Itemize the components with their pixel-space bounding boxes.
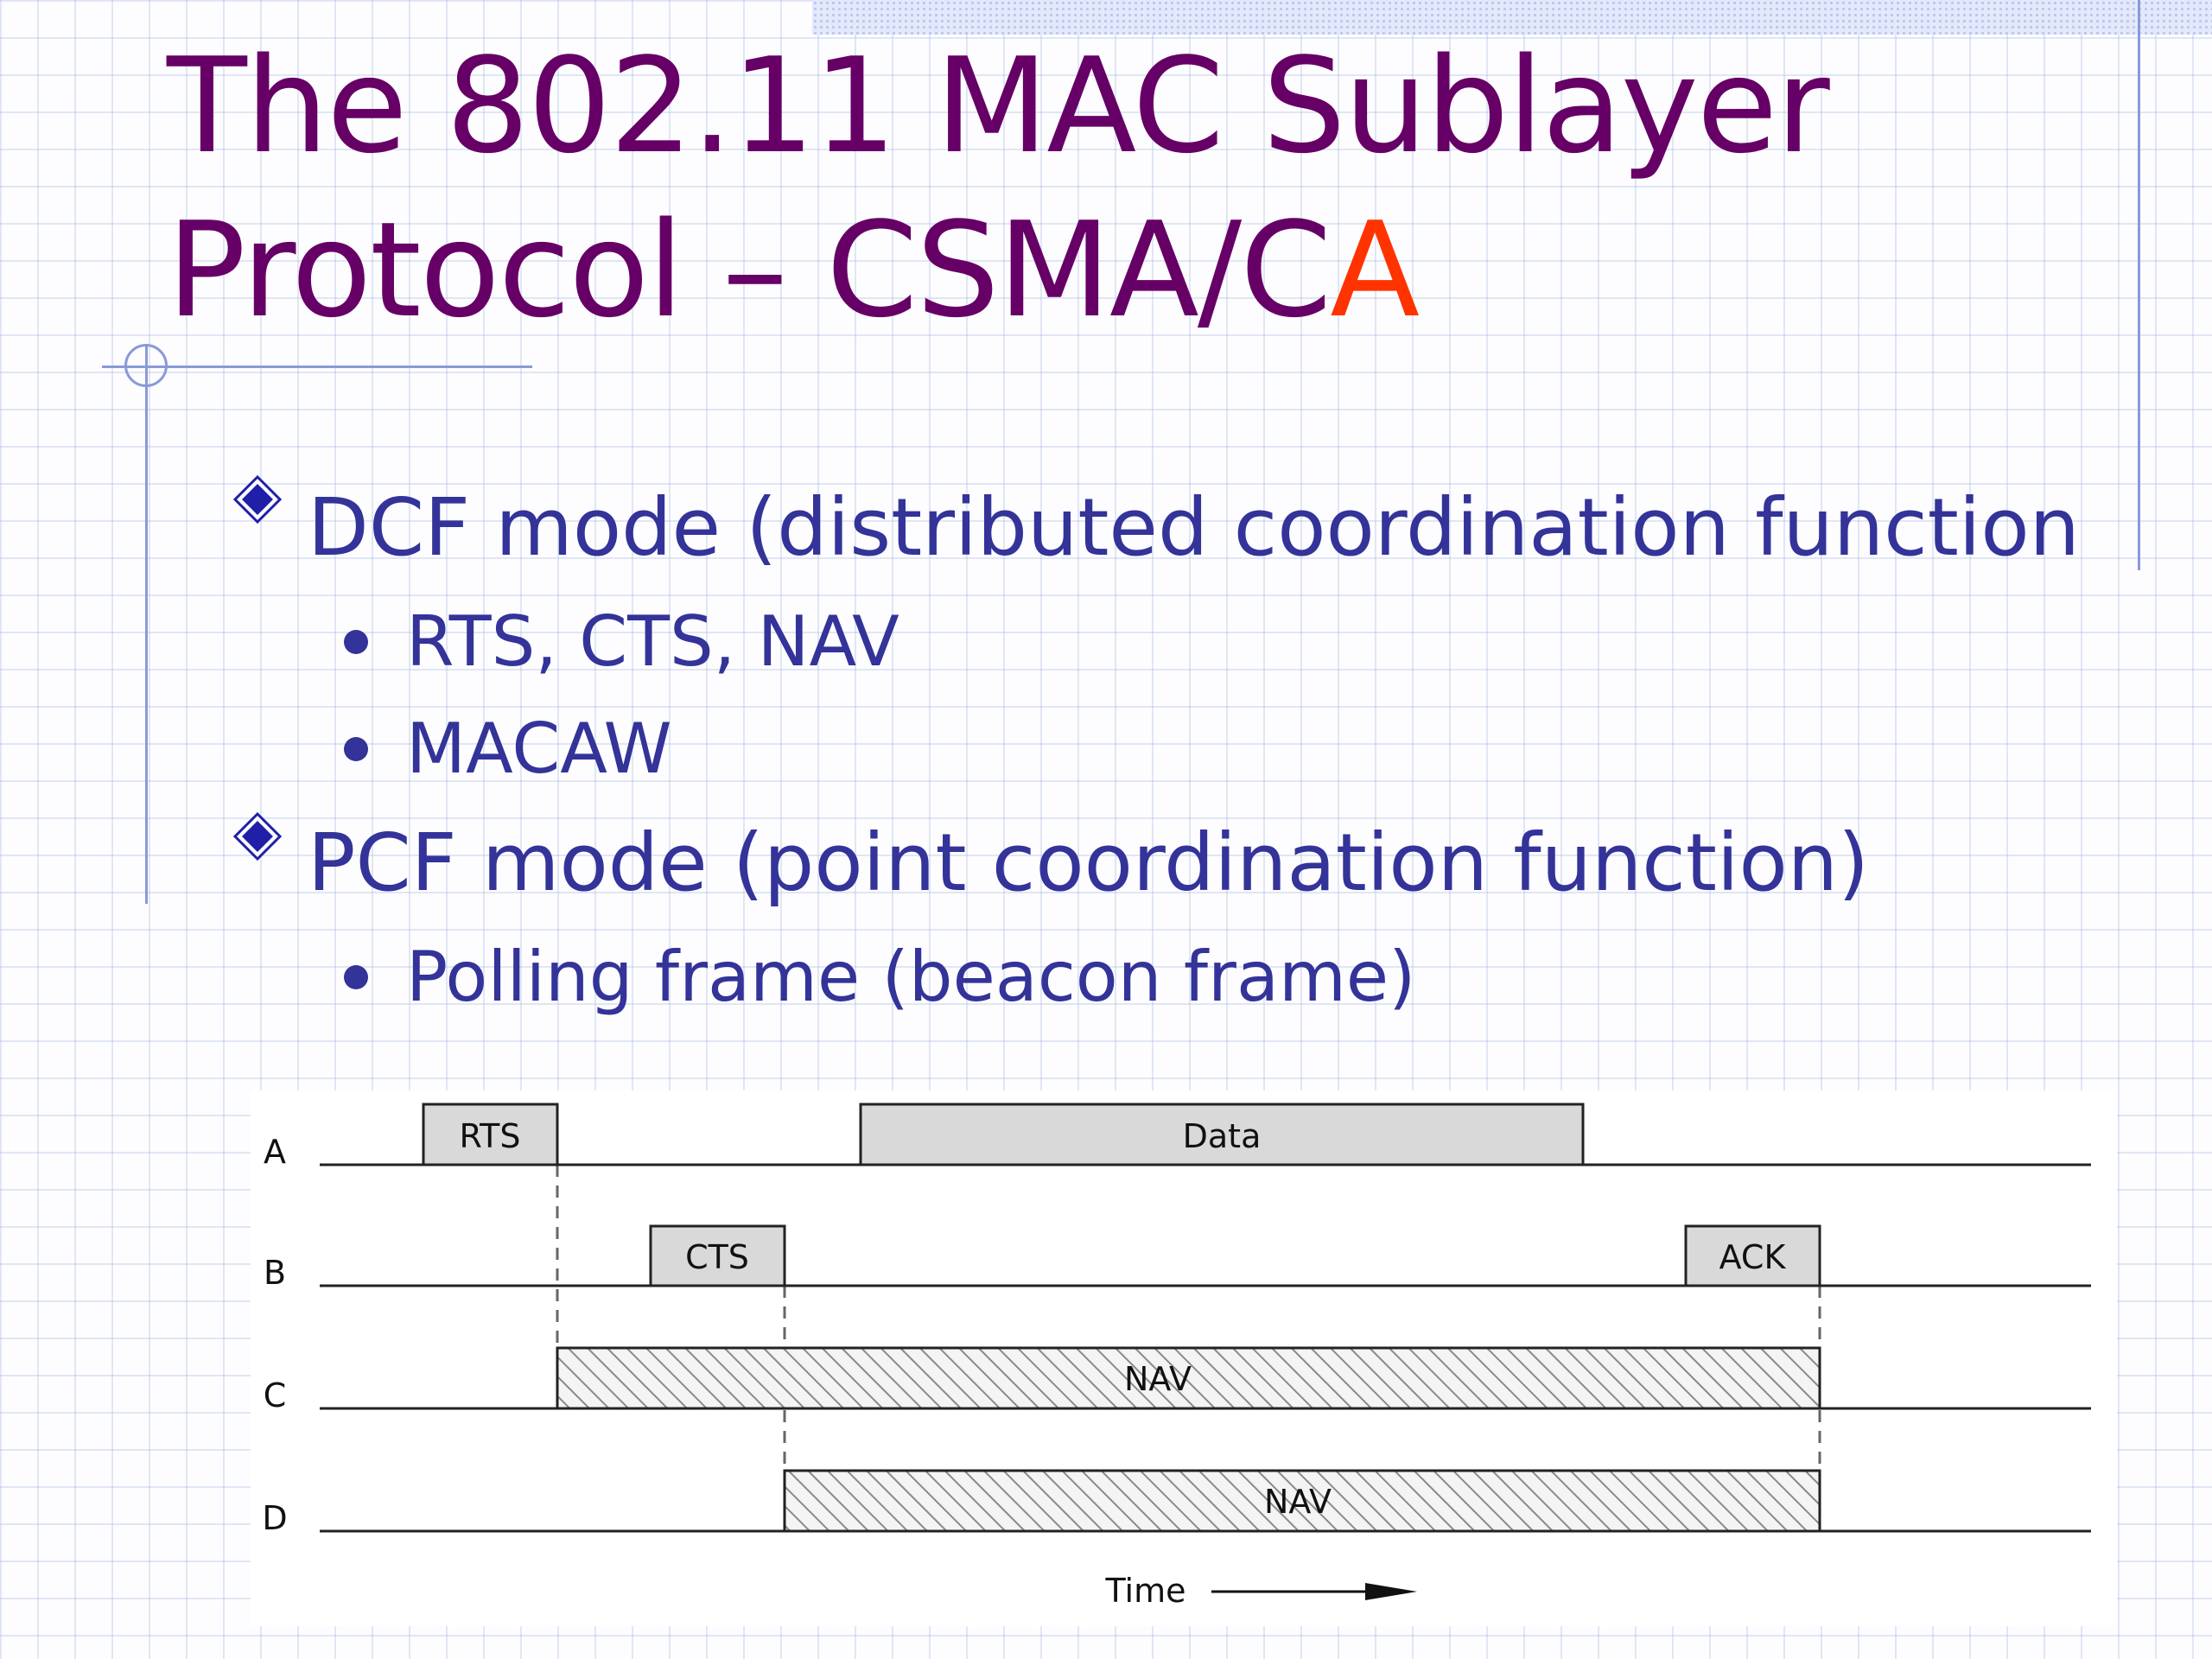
cts-frame-label: CTS [685,1238,749,1276]
rts-frame-label: RTS [460,1117,521,1155]
time-axis-label: Time [1105,1572,1186,1610]
data-frame-label: Data [1183,1117,1262,1155]
csma-ca-timing-diagram: A B C D RTS Data CTS ACK NAV [251,1090,2117,1626]
title-line-1: The 802.11 MAC Sublayer [167,29,1830,182]
nav-d-label: NAV [1264,1483,1332,1521]
station-label-b: B [264,1254,286,1292]
ack-frame [1684,1224,1821,1287]
nav-bar-d [783,1469,1821,1533]
decorative-horizontal-line [102,365,532,368]
cts-frame [649,1224,786,1287]
ack-frame-label: ACK [1719,1238,1787,1276]
dot-bullet-icon [344,630,368,654]
station-label-a: A [264,1133,286,1171]
diamond-bullet-icon [233,812,282,861]
decorative-vertical-line-right [2138,0,2140,570]
station-label-c: C [264,1376,287,1414]
sub-bullet-rts-cts-nav: RTS, CTS, NAV [406,601,899,682]
slide-title: The 802.11 MAC Sublayer Protocol – CSMA/… [167,24,2111,353]
timing-diagram-svg: A B C D RTS Data CTS ACK NAV [262,1103,2091,1610]
dot-bullet-icon [344,965,368,989]
data-frame [859,1103,1585,1166]
decorative-vertical-line-left [145,344,148,904]
nav-c-label: NAV [1124,1360,1192,1398]
diamond-bullet-icon [233,475,282,524]
bullet-pcf-mode: PCF mode (point coordination function) [308,817,1869,909]
dot-bullet-icon [344,737,368,761]
sub-bullet-macaw: MACAW [406,709,672,789]
nav-bar-c [556,1346,1821,1410]
title-line-2: Protocol – CSMA/C [167,194,1332,346]
title-accent-letter: A [1330,194,1420,346]
bullet-dcf-mode: DCF mode (distributed coordination funct… [308,481,2080,574]
rts-frame [422,1103,559,1166]
station-label-d: D [262,1499,287,1537]
sub-bullet-polling-frame: Polling frame (beacon frame) [406,937,1416,1017]
arrow-right-icon [1211,1583,1417,1600]
top-decorative-band [812,0,2212,35]
crosshair-circle-icon [124,344,168,387]
